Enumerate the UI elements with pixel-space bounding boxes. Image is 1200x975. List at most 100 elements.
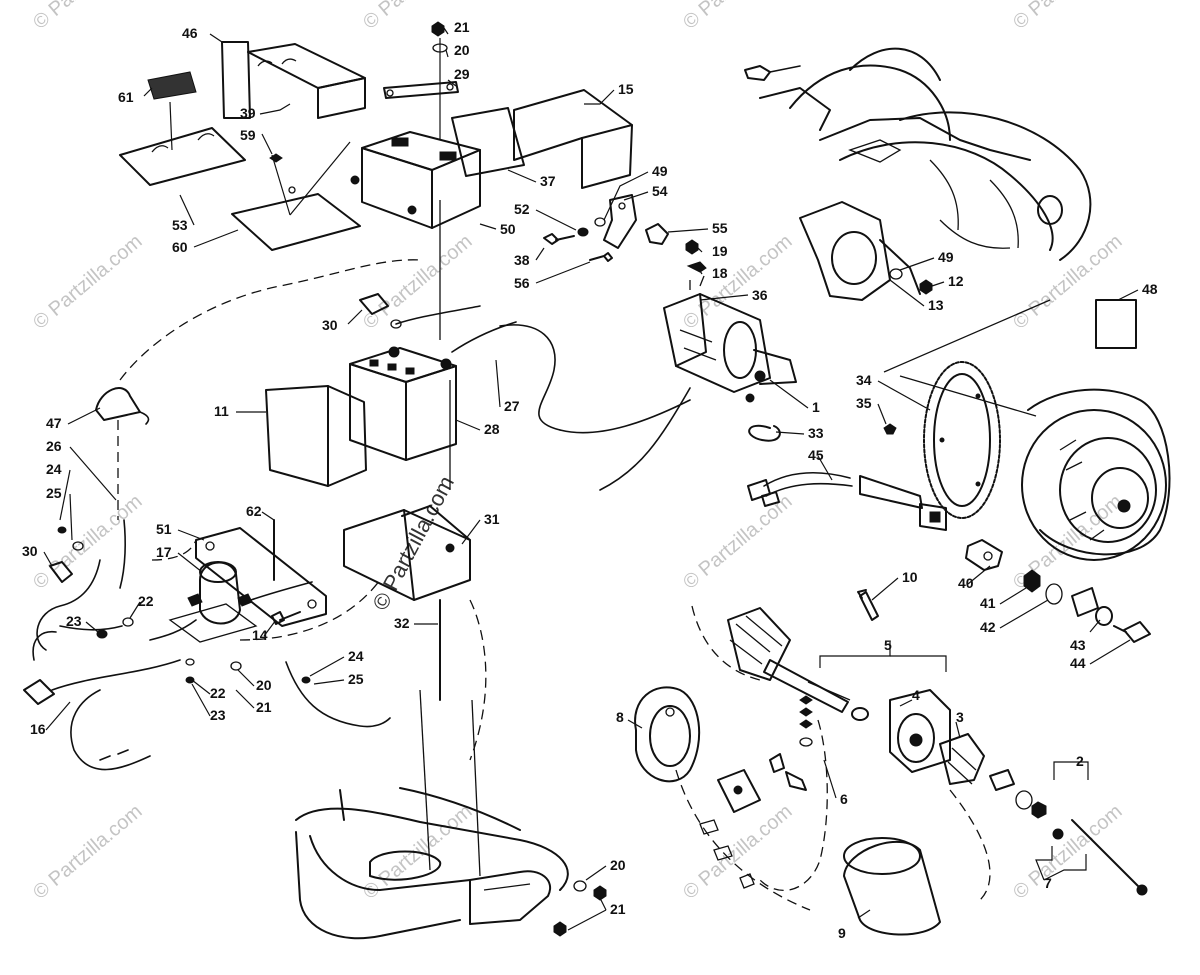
wing-nut-59	[269, 153, 283, 163]
callout: 21	[256, 699, 272, 715]
callout: 26	[46, 438, 62, 454]
callout: 32	[394, 615, 410, 631]
callout: 21	[454, 19, 470, 35]
callout: 2	[1076, 753, 1084, 769]
bracket-39-side	[317, 77, 366, 119]
terminal-boot-30	[359, 293, 389, 315]
plate-60	[231, 193, 361, 251]
callout: 18	[712, 265, 728, 281]
nut-41	[1023, 569, 1041, 593]
clip-55	[645, 223, 669, 245]
callout: 51	[156, 521, 172, 537]
callout: 27	[504, 398, 520, 414]
callout: 30	[22, 543, 38, 559]
flywheel-group	[883, 299, 1171, 561]
callout: 14	[252, 627, 268, 643]
decal-61	[147, 71, 197, 100]
callout-labels: 46 21 20 29 15 61 39 59 37 49 54 52 50 5…	[22, 19, 1158, 941]
bolt-44	[1113, 621, 1151, 643]
callout: 24	[348, 648, 364, 664]
bolt-10	[857, 589, 879, 621]
callout: 38	[514, 252, 530, 268]
callout: 61	[118, 89, 134, 105]
callout: 20	[454, 42, 470, 58]
frame-9	[843, 840, 941, 936]
washer-49a	[594, 217, 606, 227]
battery-cover-group	[119, 21, 633, 251]
watermark: © Partzilla.com	[1009, 0, 1126, 34]
callout: 31	[484, 511, 500, 527]
callout: 16	[30, 721, 46, 737]
callout: 60	[172, 239, 188, 255]
callout: 24	[46, 461, 62, 477]
nut-21-top	[431, 21, 445, 37]
flywheel	[1027, 388, 1171, 556]
cable-24	[285, 661, 391, 728]
pad-53	[119, 127, 246, 186]
callout: 12	[948, 273, 964, 289]
watermarks: © Partzilla.com © Partzilla.com © Partzi…	[29, 0, 1126, 904]
callout: 36	[752, 287, 768, 303]
callout: 25	[46, 485, 62, 501]
callout: 41	[980, 595, 996, 611]
watermark: © Partzilla.com	[679, 800, 796, 903]
switch-parts	[965, 539, 1151, 643]
pad-37	[451, 107, 525, 177]
strap-29	[383, 81, 459, 99]
callout: 53	[172, 217, 188, 233]
watermark: © Partzilla.com	[1009, 800, 1126, 903]
leader-lines	[43, 27, 1139, 931]
callout: 50	[500, 221, 516, 237]
callout: 19	[712, 243, 728, 259]
callout: 11	[214, 403, 229, 419]
callout: 40	[958, 575, 974, 591]
callout: 54	[652, 183, 668, 199]
wire-harness-45	[747, 471, 947, 531]
solenoid-group	[23, 259, 487, 771]
nut-19	[685, 239, 699, 255]
hardware-cluster	[543, 194, 707, 273]
hardware-6	[699, 695, 828, 891]
drive-housing-4	[889, 689, 951, 773]
callout: 6	[840, 791, 848, 807]
callout: 5	[884, 637, 892, 653]
engine-housing	[744, 47, 1092, 301]
switch-40	[965, 539, 1003, 571]
pinion-3	[939, 733, 985, 785]
callout: 39	[240, 105, 256, 121]
watermark: © Partzilla.com	[29, 800, 146, 903]
washer-42	[1045, 583, 1063, 605]
washer-52	[577, 227, 589, 237]
cable-16	[70, 689, 151, 771]
callout: 10	[902, 569, 918, 585]
watermark: © Partzilla.com	[29, 230, 146, 333]
callout: 4	[912, 687, 920, 703]
callout: 52	[514, 201, 530, 217]
callout: 47	[46, 415, 62, 431]
callout: 29	[454, 66, 470, 82]
callout: 46	[182, 25, 198, 41]
callout: 20	[610, 857, 626, 873]
callout: 22	[138, 593, 154, 609]
callout: 13	[928, 297, 944, 313]
callout: 48	[1142, 281, 1158, 297]
cable-30	[395, 305, 481, 325]
callout: 34	[856, 372, 872, 388]
callout: 22	[210, 685, 226, 701]
watermark: © Partzilla.com	[679, 0, 796, 34]
watermark: © Partzilla.com	[679, 490, 796, 593]
nut-12	[919, 279, 933, 295]
battery-28	[349, 346, 457, 461]
watermark: © Partzilla.com	[29, 490, 146, 593]
snap-ring-33	[748, 424, 781, 442]
callout: 42	[980, 619, 996, 635]
callout: 17	[156, 544, 172, 560]
callout: 33	[808, 425, 824, 441]
end-frame-8	[634, 686, 701, 783]
bracket-43	[1071, 587, 1099, 617]
callout: 30	[322, 317, 338, 333]
callout: 15	[618, 81, 634, 97]
watermark: © Partzilla.com	[29, 0, 146, 34]
callout: 55	[712, 220, 728, 236]
